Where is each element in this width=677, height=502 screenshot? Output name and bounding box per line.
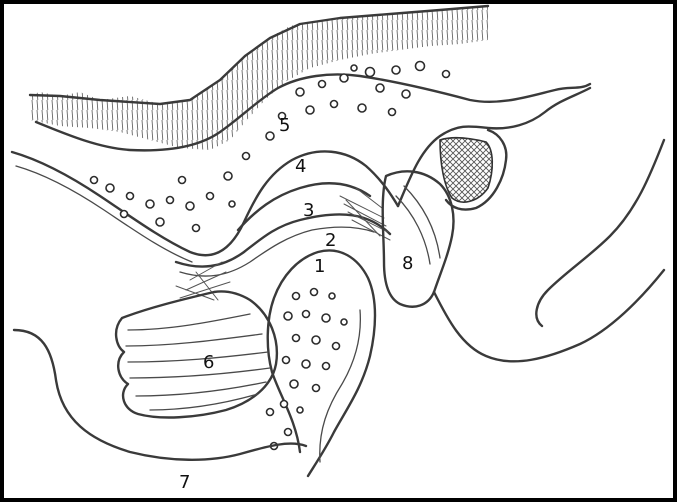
label-4: 4 bbox=[295, 156, 306, 177]
label-5: 5 bbox=[279, 115, 290, 136]
label-8: 8 bbox=[402, 253, 413, 274]
label-1: 1 bbox=[314, 256, 325, 277]
lateral-pterygoid-muscle bbox=[116, 291, 277, 417]
structure-8 bbox=[383, 140, 664, 361]
label-3: 3 bbox=[303, 200, 314, 221]
label-7: 7 bbox=[179, 472, 190, 493]
label-2: 2 bbox=[325, 230, 336, 251]
label-6: 6 bbox=[203, 352, 214, 373]
ligament-fibers bbox=[176, 188, 390, 300]
anatomy-drawing: 1 2 3 4 5 6 7 8 bbox=[4, 4, 673, 498]
mandibular-condyle bbox=[267, 250, 376, 476]
skull-surface-hatching bbox=[30, 6, 488, 150]
